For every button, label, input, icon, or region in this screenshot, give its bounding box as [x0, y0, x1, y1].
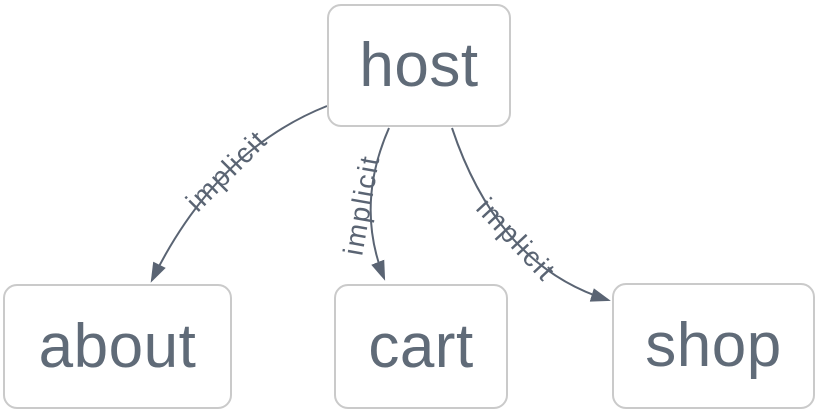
edge-host-cart [369, 127, 390, 281]
node-cart-label: cart [368, 311, 474, 381]
node-host[interactable]: host [327, 4, 511, 127]
node-about-label: about [38, 311, 197, 381]
node-shop[interactable]: shop [612, 283, 815, 409]
node-cart[interactable]: cart [334, 284, 508, 409]
edge-host-shop [451, 127, 611, 302]
node-about[interactable]: about [3, 284, 232, 409]
node-host-label: host [359, 30, 479, 100]
edge-host-about [150, 105, 328, 283]
node-shop-label: shop [645, 311, 782, 380]
